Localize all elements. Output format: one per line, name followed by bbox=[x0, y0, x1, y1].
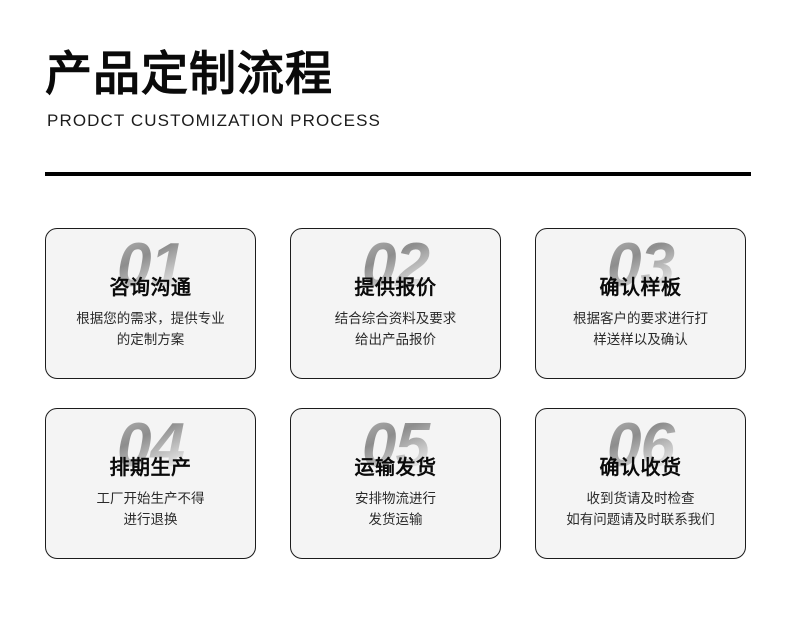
step-description: 根据您的需求，提供专业 的定制方案 bbox=[56, 309, 246, 351]
process-step-card-02: 02 提供报价 结合综合资料及要求 给出产品报价 bbox=[290, 228, 501, 379]
page-title: 产品定制流程 bbox=[45, 47, 333, 100]
step-content: 确认收货 收到货请及时检查 如有问题请及时联系我们 bbox=[536, 409, 745, 531]
step-description-line-1: 工厂开始生产不得 bbox=[96, 491, 205, 506]
process-step-card-05: 05 运输发货 安排物流进行 发货运输 bbox=[290, 408, 501, 559]
step-description-line-1: 结合综合资料及要求 bbox=[334, 311, 457, 326]
step-description: 根据客户的要求进行打 样送样以及确认 bbox=[546, 309, 736, 351]
process-step-card-03: 03 确认样板 根据客户的要求进行打 样送样以及确认 bbox=[535, 228, 746, 379]
header-divider bbox=[45, 172, 751, 176]
step-description-line-2: 样送样以及确认 bbox=[593, 331, 688, 347]
step-description-line-1: 根据您的需求，提供专业 bbox=[76, 311, 225, 326]
step-description-line-2: 的定制方案 bbox=[116, 331, 185, 347]
step-description: 工厂开始生产不得 进行退换 bbox=[56, 489, 246, 531]
step-description-line-2: 进行退换 bbox=[123, 511, 178, 527]
step-title: 咨询沟通 bbox=[109, 277, 192, 299]
step-description-line-1: 安排物流进行 bbox=[355, 491, 436, 506]
step-content: 运输发货 安排物流进行 发货运输 bbox=[291, 409, 500, 531]
step-description: 收到货请及时检查 如有问题请及时联系我们 bbox=[546, 489, 736, 531]
process-step-grid: 01 咨询沟通 根据您的需求，提供专业 的定制方案 02 提供报价 结合综合资料… bbox=[45, 228, 747, 559]
process-step-card-06: 06 确认收货 收到货请及时检查 如有问题请及时联系我们 bbox=[535, 408, 746, 559]
step-title: 提供报价 bbox=[354, 277, 437, 299]
step-description-line-1: 收到货请及时检查 bbox=[586, 491, 695, 506]
step-content: 确认样板 根据客户的要求进行打 样送样以及确认 bbox=[536, 229, 745, 351]
process-step-card-01: 01 咨询沟通 根据您的需求，提供专业 的定制方案 bbox=[45, 228, 256, 379]
step-content: 排期生产 工厂开始生产不得 进行退换 bbox=[46, 409, 255, 531]
step-content: 咨询沟通 根据您的需求，提供专业 的定制方案 bbox=[46, 229, 255, 351]
step-title: 确认收货 bbox=[599, 457, 682, 479]
step-content: 提供报价 结合综合资料及要求 给出产品报价 bbox=[291, 229, 500, 351]
step-description-line-2: 如有问题请及时联系我们 bbox=[566, 511, 715, 527]
step-title: 排期生产 bbox=[109, 457, 192, 479]
step-description: 安排物流进行 发货运输 bbox=[301, 489, 491, 531]
step-description-line-2: 给出产品报价 bbox=[355, 331, 436, 347]
step-description: 结合综合资料及要求 给出产品报价 bbox=[301, 309, 491, 351]
process-step-card-04: 04 排期生产 工厂开始生产不得 进行退换 bbox=[45, 408, 256, 559]
step-description-line-1: 根据客户的要求进行打 bbox=[573, 311, 708, 326]
step-title: 确认样板 bbox=[599, 277, 682, 299]
page-subtitle: PRODCT CUSTOMIZATION PROCESS bbox=[47, 110, 381, 130]
page-header: 产品定制流程 PRODCT CUSTOMIZATION PROCESS bbox=[45, 47, 755, 131]
step-title: 运输发货 bbox=[354, 457, 437, 479]
step-description-line-2: 发货运输 bbox=[368, 511, 423, 527]
